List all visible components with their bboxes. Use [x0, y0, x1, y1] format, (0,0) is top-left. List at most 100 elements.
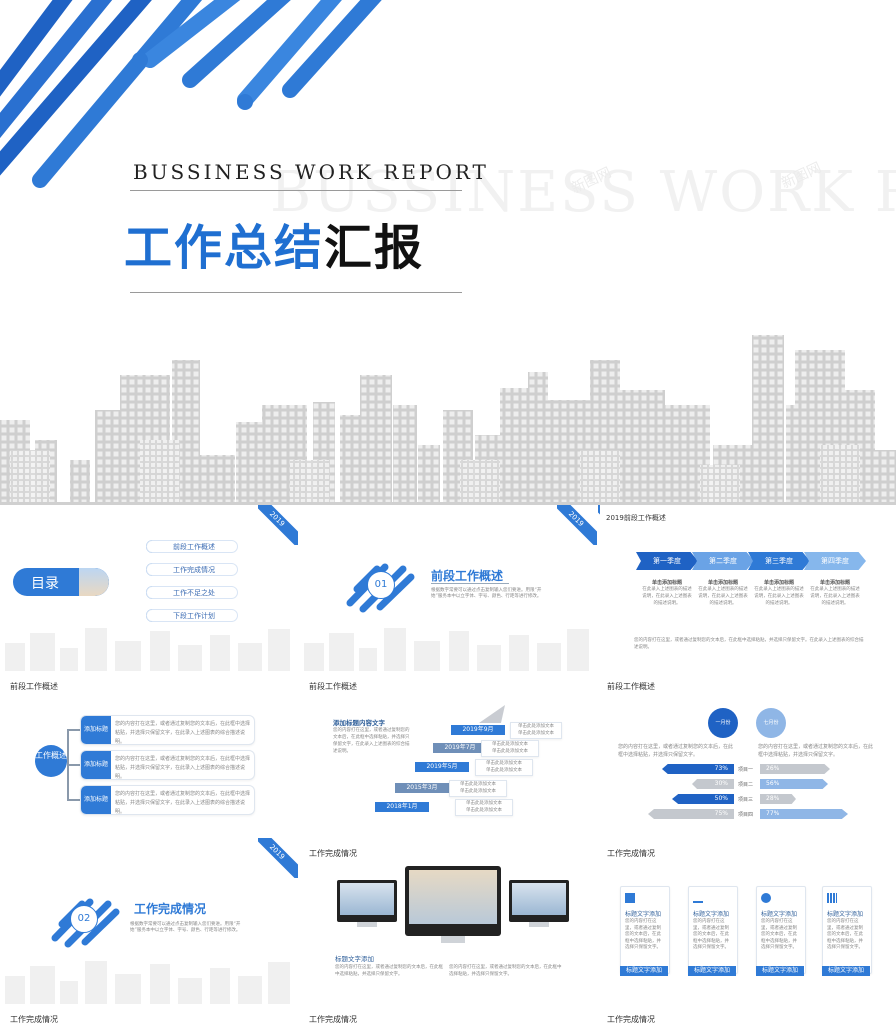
info-box-3[interactable]: 添加标题您的内容打在这里，或者通过复制您的文本后，在此框中选择粘贴，并选择只保留…	[80, 785, 255, 815]
card-3-button[interactable]: 标题文字添加	[756, 966, 804, 976]
caption-overview-3: 前段工作概述	[607, 682, 655, 691]
card-title: 标题文字添加	[827, 911, 864, 918]
card-text: 您的内容打在这里，或者通过复制您的文本后，在此框中选择粘贴，并选择只保留文字。	[761, 919, 797, 950]
timeline-text: 您的内容打在这里，或者通过复制您的文本后，在此框中选择粘贴，并选择只保留文字，在…	[333, 728, 410, 754]
timeline-note-5: 单击此处添加文本单击此处添加文本	[455, 799, 513, 816]
center-circle: 工作概述	[35, 745, 67, 777]
timeline-heading: 添加标题内容文字	[333, 719, 385, 727]
monitors-text-1: 您的内容打在这里，或者通过复制您的文本后，在此框中选择粘贴，并选择只保留文字。	[335, 965, 443, 977]
timeline-note-1: 单击此处添加文本单击此处添加文本	[510, 722, 562, 739]
slide-percent[interactable]: 一月份 七月份 您的内容打在这里，或者通过复制您的文本后，在此框中选择粘贴，并选…	[598, 695, 896, 845]
caption-completion-1: 工作完成情况	[309, 849, 357, 858]
percent-label-2: 项目二	[738, 782, 754, 788]
caption-completion-5: 工作完成情况	[607, 1015, 655, 1024]
toc-item-2[interactable]: 工作完成情况	[146, 563, 238, 576]
faded-city-decoration	[5, 628, 290, 671]
network-icon	[761, 893, 771, 903]
card-2[interactable]: 标题文字添加 您的内容打在这里，或者通过复制您的文本后，在此框中选择粘贴，并选择…	[688, 886, 738, 974]
card-1-button[interactable]: 标题文字添加	[620, 966, 668, 976]
monitor-stand-center	[441, 936, 465, 943]
city-skyline-illustration	[0, 335, 896, 505]
percent-right-3: 28%	[760, 794, 796, 804]
section-description: 根据数字常要可以通过点击复制输入您们要进。用限“开始”服务本中以立字体、字号、颜…	[130, 922, 241, 933]
info-box-1[interactable]: 添加标题您的内容打在这里，或者通过复制您的文本后，在此框中选择粘贴，并选择只保留…	[80, 715, 255, 745]
slide-monitors[interactable]: 标题文字添加 您的内容打在这里，或者通过复制您的文本后，在此框中选择粘贴，并选择…	[299, 858, 597, 1006]
slide-section-1[interactable]: 2019 01 前段工作概述 根据数字常要可以通过点击复制输入您们要进。用限“开…	[299, 505, 597, 671]
card-2-button[interactable]: 标题文字添加	[688, 966, 736, 976]
quarter-col-3: 单击添加标题在此录入上述图表的描述说明，在此录入上述图表的描述说明。	[754, 580, 804, 606]
percent-label-1: 项目一	[738, 767, 754, 773]
quarters-caption: 2019前段工作概述	[606, 514, 666, 522]
card-4-button[interactable]: 标题文字添加	[822, 966, 870, 976]
quarter-chevron-4: 第四季度	[804, 552, 866, 570]
card-title: 标题文字添加	[625, 911, 662, 918]
card-text: 您的内容打在这里，或者通过复制您的文本后，在此框中选择粘贴，并选择只保留文字。	[625, 919, 661, 950]
section-title-underline	[431, 583, 509, 584]
info-box-label: 添加标题	[81, 751, 111, 779]
edit-icon	[625, 893, 635, 903]
slide-quarters[interactable]: 2019 2019前段工作概述 第一季度 第二季度 第三季度 第四季度 单击添加…	[598, 505, 896, 671]
percent-left-1: 73%	[662, 764, 734, 774]
timeline-date-5: 2018年1月	[375, 802, 429, 812]
percent-right-1: 26%	[760, 764, 830, 774]
info-box-text: 您的内容打在这里，或者通过复制您的文本后，在此框中选择粘贴，并选择只保留文字，在…	[115, 756, 251, 780]
monitors-text-2: 您的内容打在这里，或者通过复制您的文本后，在此框中选择粘贴，并选择只保留文字。	[449, 965, 562, 977]
toc-label-pill: 目录	[13, 568, 109, 596]
slide-timeline[interactable]: 添加标题内容文字 您的内容打在这里，或者通过复制您的文本后，在此框中选择粘贴，并…	[299, 695, 597, 845]
card-1[interactable]: 标题文字添加 您的内容打在这里，或者通过复制您的文本后，在此框中选择粘贴，并选择…	[620, 886, 670, 974]
person-photo-icon	[79, 568, 109, 596]
quarter-col-2: 单击添加标题在此录入上述图表的描述说明，在此录入上述图表的描述说明。	[698, 580, 748, 606]
hero-title-dark: 汇报	[324, 220, 425, 276]
percent-left-2: 30%	[692, 779, 734, 789]
section-number-circle: 02	[70, 905, 98, 933]
toc-item-1[interactable]: 前段工作概述	[146, 540, 238, 553]
quarter-chevron-3: 第三季度	[748, 552, 810, 570]
quarter-chevron-2: 第二季度	[692, 552, 754, 570]
month-circle-b: 七月份	[756, 708, 786, 738]
caption-overview-2: 前段工作概述	[309, 682, 357, 691]
card-4[interactable]: 标题文字添加 您的内容打在这里，或者通过复制您的文本后，在此框中选择粘贴，并选择…	[822, 886, 872, 974]
slide-toc[interactable]: 2019 目录 01 前段工作概述 02 工作完成情况 03 工作不足之处 04…	[0, 505, 298, 671]
slide-section-2[interactable]: 2019 02 工作完成情况 根据数字常要可以通过点击复制输入您们要进。用限“开…	[0, 838, 298, 1004]
quarter-chevron-1: 第一季度	[636, 552, 698, 570]
hero-slide: BUSSINESS WORK REPORT BUSSINESS WORK REP…	[0, 0, 896, 505]
quarter-col-4: 单击添加标题在此录入上述图表的描述说明，在此录入上述图表的描述说明。	[810, 580, 860, 606]
quarters-footer-text: 您的内容打在这里，或者通过复制您的文本后，在此框中选择粘贴，并选择只保留文字。在…	[634, 638, 864, 650]
card-3[interactable]: 标题文字添加 您的内容打在这里，或者通过复制您的文本后，在此框中选择粘贴，并选择…	[756, 886, 806, 974]
timeline-flag-icon	[479, 705, 505, 723]
percent-left-3: 50%	[672, 794, 734, 804]
monitor-stand-right	[529, 922, 549, 927]
percent-left-4: 75%	[648, 809, 734, 819]
slide-cards[interactable]: 标题文字添加 您的内容打在这里，或者通过复制您的文本后，在此框中选择粘贴，并选择…	[598, 858, 896, 1006]
percent-right-2: 56%	[760, 779, 828, 789]
percent-right-4: 77%	[760, 809, 848, 819]
hero-subtitle: BUSSINESS WORK REPORT	[133, 160, 489, 184]
info-box-text: 您的内容打在这里，或者通过复制您的文本后，在此框中选择粘贴，并选择只保留文字，在…	[115, 791, 251, 815]
faded-city-decoration	[5, 961, 290, 1004]
info-box-text: 您的内容打在这里，或者通过复制您的文本后，在此框中选择粘贴，并选择只保留文字，在…	[115, 721, 251, 745]
faded-city-decoration	[304, 628, 589, 671]
card-title: 标题文字添加	[761, 911, 798, 918]
toc-label: 目录	[31, 576, 59, 592]
toc-item-3[interactable]: 工作不足之处	[146, 586, 238, 599]
hero-title-underline	[130, 292, 462, 293]
toc-item-4[interactable]: 下段工作计划	[146, 609, 238, 622]
diagonal-stripes-decoration	[0, 0, 382, 188]
hero-subtitle-underline	[130, 190, 462, 191]
info-box-2[interactable]: 添加标题您的内容打在这里，或者通过复制您的文本后，在此框中选择粘贴，并选择只保留…	[80, 750, 255, 780]
hero-title: 工作总结汇报	[124, 208, 424, 278]
year-corner-ribbon: 2019	[258, 838, 298, 878]
section-description: 根据数字常要可以通过点击复制输入您们要进。用限“开始”服务本中以立字体、字号、颜…	[431, 588, 542, 599]
percent-label-4: 项目四	[738, 812, 754, 818]
percent-text-left: 您的内容打在这里，或者通过复制您的文本后，在此框中选择粘贴，并选择只保留文字。	[618, 744, 734, 758]
monitors-heading: 标题文字添加	[335, 955, 374, 963]
background-watermark-text: BUSSINESS WORK REPORT	[270, 160, 896, 225]
month-circle-a: 一月份	[708, 708, 738, 738]
caption-overview-1: 前段工作概述	[10, 682, 58, 691]
card-title: 标题文字添加	[693, 911, 730, 918]
slide-boxes[interactable]: 工作概述 添加标题您的内容打在这里，或者通过复制您的文本后，在此框中选择粘贴，并…	[0, 695, 298, 845]
year-corner-ribbon: 2019	[557, 505, 597, 545]
timeline-note-4: 单击此处添加文本单击此处添加文本	[449, 780, 507, 797]
timeline-date-2: 2019年7月	[433, 743, 487, 753]
hero-title-blue: 工作总结	[124, 220, 325, 276]
